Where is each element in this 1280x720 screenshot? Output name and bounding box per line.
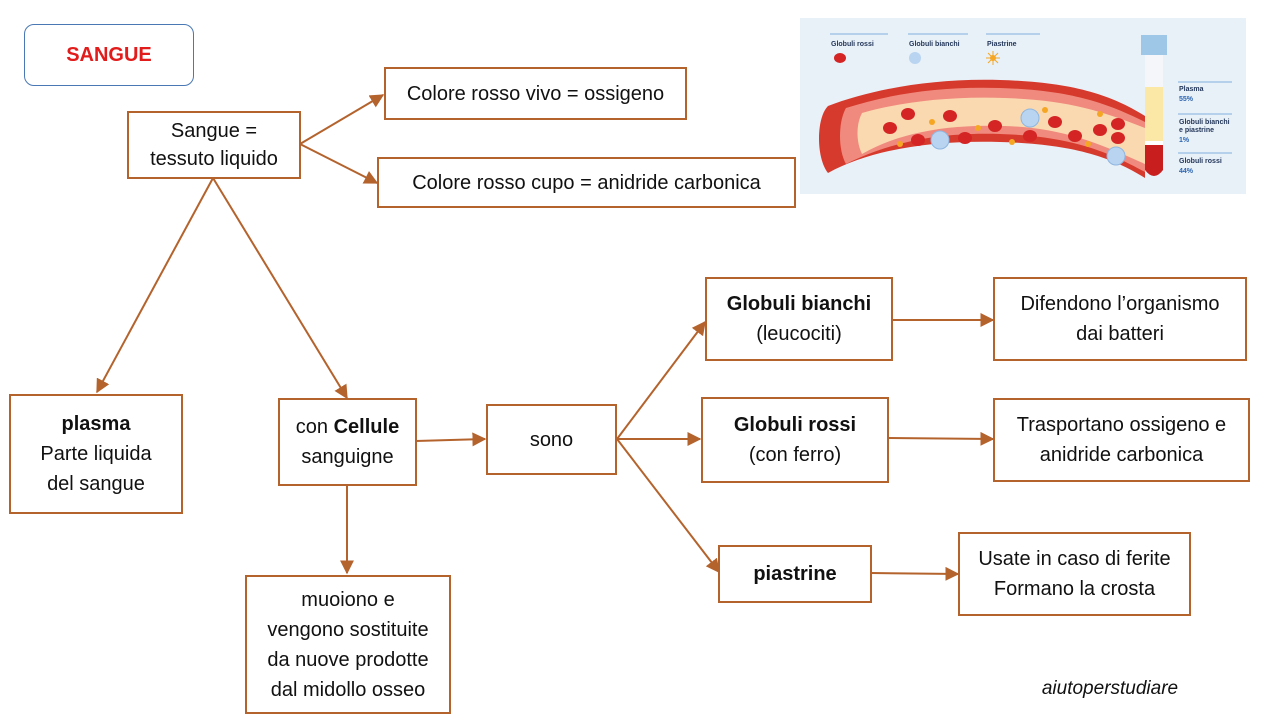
sono-text: sono — [529, 428, 574, 451]
node-cells: con Cellule sanguigne — [278, 398, 417, 486]
tube-red-value: 44% — [1179, 168, 1194, 175]
cells-line1: con Cellule — [296, 412, 399, 442]
red-desc-line1: Trasportano ossigeno e — [1016, 414, 1227, 436]
platelets-title: piastrine — [753, 563, 837, 585]
plasma-title: plasma — [61, 413, 131, 435]
arrow-root-to-red-dark — [299, 143, 379, 184]
node-platelets: piastrine — [718, 545, 872, 603]
tube-red-label: Globuli rossi — [1179, 158, 1222, 165]
node-root: Sangue = tessuto liquido — [127, 111, 301, 179]
legend-white-cell — [909, 52, 921, 64]
arrow-root-to-cells — [212, 177, 348, 400]
tube-red — [1145, 145, 1163, 176]
arrow-red-to-desc — [887, 431, 995, 446]
legend-white-label: Globuli bianchi — [909, 41, 960, 48]
legend-red-cell — [834, 53, 846, 63]
tube-glass — [1145, 55, 1163, 87]
arrow-sono-to-platelets — [616, 438, 720, 574]
plasma-line3: del sangue — [47, 473, 145, 495]
node-platelets-desc: Usate in caso di ferite Formano la crost… — [958, 532, 1191, 616]
plasma-line2: Parte liquida — [40, 443, 152, 465]
platelets-desc-line2: Formano la crosta — [993, 578, 1156, 600]
node-white-desc: Difendono l’organismo dai batteri — [993, 277, 1247, 361]
credit-watermark: aiutoperstudiare — [1041, 678, 1179, 699]
tube-plasma-value: 55% — [1179, 96, 1194, 103]
arrow-cells-to-sono — [415, 432, 487, 447]
vessel-lumen — [857, 97, 1145, 164]
node-renewal: muoiono e vengono sostituite da nuove pr… — [245, 575, 451, 714]
root-line2: tessuto liquido — [150, 148, 278, 170]
legend-red-label: Globuli rossi — [831, 41, 874, 48]
blood-vessel-illustration: Globuli rossi Globuli bianchi Piastrine — [819, 33, 1232, 178]
tube-white-label2: e piastrine — [1179, 127, 1214, 134]
red-cells-in-vessel — [883, 108, 1125, 146]
tube-buffy — [1145, 141, 1163, 145]
node-sono: sono — [486, 404, 617, 475]
white-title: Globuli bianchi — [726, 293, 872, 315]
cells-bold: Cellule — [333, 416, 400, 438]
cells-line2: sanguigne — [301, 446, 394, 468]
root-line1: Sangue = — [170, 120, 258, 142]
tube-plasma — [1145, 87, 1163, 141]
white-desc-line1: Difendono l’organismo — [1020, 293, 1220, 315]
blood-illustration: Globuli rossi Globuli bianchi Piastrine — [800, 18, 1246, 194]
arrow-root-to-plasma — [96, 177, 214, 394]
red-bright-text: Colore rosso vivo = ossigeno — [406, 82, 665, 105]
red-dark-text: Colore rosso cupo = anidride carbonica — [412, 171, 761, 194]
node-red-cells: Globuli rossi (con ferro) — [701, 397, 889, 483]
node-plasma: plasma Parte liquida del sangue — [9, 394, 183, 514]
renewal-line3: da nuove prodotte — [267, 648, 429, 671]
platelets-desc-line1: Usate in caso di ferite — [978, 548, 1171, 570]
cells-prefix: con — [295, 416, 334, 438]
red-sub: (con ferro) — [748, 444, 842, 466]
arrow-root-to-red-bright — [299, 94, 385, 145]
arrow-sono-to-white — [616, 320, 706, 440]
renewal-line1: muoiono e — [301, 588, 395, 611]
tube-white-value: 1% — [1179, 137, 1190, 144]
white-sub: (leucociti) — [756, 323, 842, 345]
tube-plasma-label: Plasma — [1179, 86, 1204, 93]
red-desc-line2: anidride carbonica — [1039, 444, 1204, 466]
page-title: SANGUE — [66, 43, 152, 66]
white-desc-line2: dai batteri — [1076, 323, 1164, 345]
node-red-desc: Trasportano ossigeno e anidride carbonic… — [993, 398, 1250, 482]
renewal-line2: vengono sostituite — [267, 618, 429, 641]
arrow-platelets-to-desc — [870, 566, 960, 581]
node-red-dark: Colore rosso cupo = anidride carbonica — [377, 157, 796, 208]
title-box: SANGUE — [24, 24, 194, 86]
tube-white-label1: Globuli bianchi — [1179, 119, 1230, 126]
red-title: Globuli rossi — [733, 414, 857, 436]
platelets-in-vessel — [897, 107, 1103, 147]
node-red-bright: Colore rosso vivo = ossigeno — [384, 67, 687, 120]
renewal-line4: dal midollo osseo — [270, 678, 426, 701]
white-cells-in-vessel — [930, 108, 1126, 166]
tube-cap — [1141, 35, 1167, 55]
node-white-cells: Globuli bianchi (leucociti) — [705, 277, 893, 361]
legend-platelets-label: Piastrine — [987, 41, 1017, 48]
